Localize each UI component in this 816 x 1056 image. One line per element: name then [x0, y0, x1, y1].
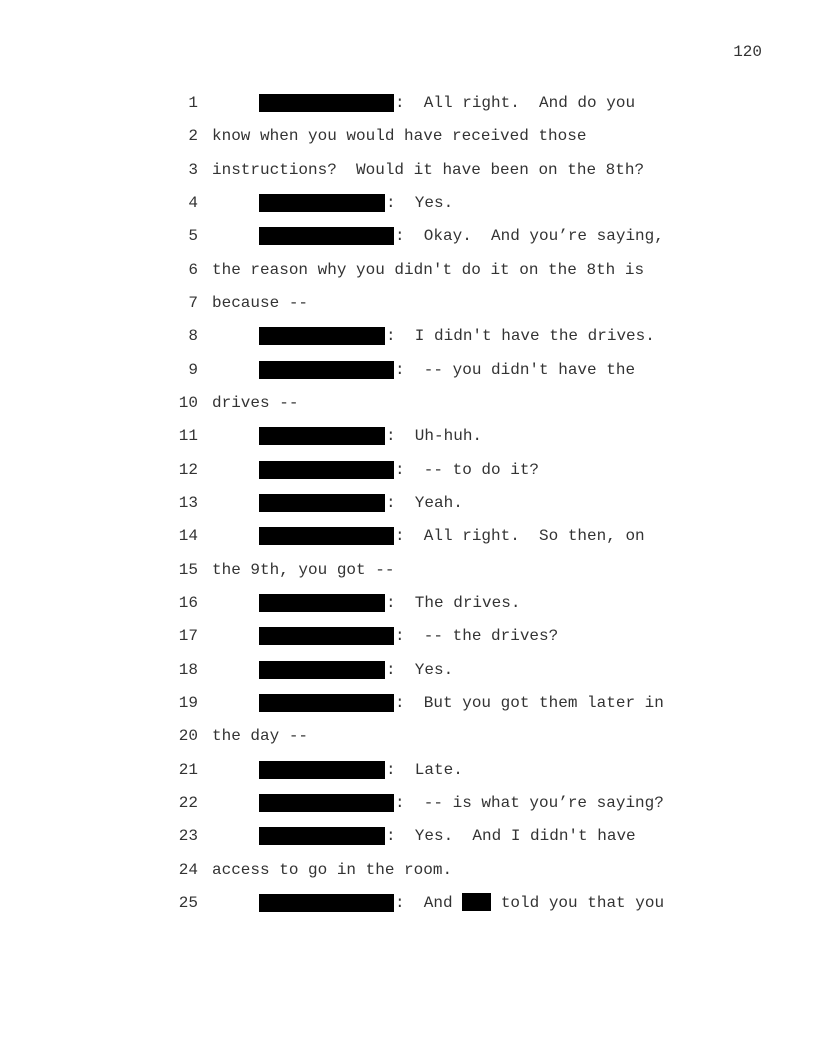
line-text: the day --	[212, 727, 309, 746]
redacted-speaker-name	[259, 460, 394, 479]
line-number: 2	[188, 127, 198, 146]
redacted-speaker-name	[259, 327, 385, 346]
redacted-speaker-name	[259, 693, 394, 712]
speaker-text: : I didn't have the drives.	[386, 326, 655, 346]
line-text: : Late.	[386, 760, 463, 779]
line-number: 23	[178, 827, 198, 846]
line-number: 24	[178, 860, 198, 879]
line-text: : Yes. And I didn't have	[386, 827, 636, 846]
line-text: : The drives.	[386, 593, 521, 612]
speaker-text: : Yes.	[386, 193, 453, 213]
line-text: : All right. And do you	[395, 94, 636, 112]
page-number: 120	[733, 43, 762, 61]
line-number: 7	[188, 293, 198, 312]
line-number: 16	[178, 593, 198, 612]
line-text: : -- the drives?	[395, 627, 559, 646]
line-number: 13	[178, 493, 198, 512]
line-number: 21	[178, 760, 198, 779]
line-number: 12	[178, 460, 198, 479]
speaker-text: : All right. So then, on	[395, 526, 645, 546]
line-text: the reason why you didn't do it on the 8…	[212, 260, 645, 279]
line-number: 8	[188, 327, 198, 346]
redacted-speaker-name	[259, 660, 385, 679]
line-number: 14	[178, 527, 198, 546]
line-text: access to go in the room.	[212, 860, 453, 879]
line-number: 1	[188, 94, 198, 112]
redacted-speaker-name	[259, 793, 394, 812]
line-number: 6	[188, 260, 198, 279]
speaker-text: : Late.	[386, 760, 463, 780]
line-text: : Okay. And you’re saying,	[395, 227, 664, 246]
speaker-text: : The drives.	[386, 593, 520, 613]
line-text: : Yeah.	[386, 493, 463, 512]
redacted-speaker-name	[259, 193, 385, 212]
line-text: instructions? Would it have been on the …	[212, 160, 645, 179]
redacted-speaker-name	[259, 427, 385, 446]
line-number: 5	[188, 227, 198, 246]
line-text: : -- you didn't have the	[395, 360, 636, 379]
speaker-text: : Yeah.	[386, 493, 463, 513]
speaker-text: : -- the drives?	[395, 626, 558, 646]
speaker-text: : All right. And do you	[395, 93, 635, 113]
redacted-speaker-name	[259, 893, 394, 912]
line-text: : All right. So then, on	[395, 527, 645, 546]
line-number: 15	[178, 560, 198, 579]
line-text: : Yes.	[386, 193, 454, 212]
line-number: 18	[178, 660, 198, 679]
line-text: : Yes.	[386, 660, 454, 679]
line-text: : I didn't have the drives.	[386, 327, 655, 346]
redacted-speaker-name	[259, 760, 385, 779]
redacted-speaker-name	[259, 94, 394, 112]
line-number: 22	[178, 793, 198, 812]
line-text: know when you would have received those	[212, 127, 587, 146]
line-text-continued: told you that you	[491, 893, 665, 912]
speaker-text: : And told you that you	[395, 892, 665, 913]
line-text: drives --	[212, 393, 299, 412]
speaker-text: : Yes.	[386, 660, 453, 680]
redacted-speaker-name	[259, 593, 385, 612]
speaker-text: : Yes. And I didn't have	[386, 826, 636, 846]
redacted-speaker-name	[259, 827, 385, 846]
redacted-speaker-name	[259, 527, 394, 546]
redacted-speaker-name	[259, 493, 385, 512]
line-number: 19	[178, 693, 198, 712]
line-number: 20	[178, 727, 198, 746]
line-text: because --	[212, 293, 309, 312]
speaker-text: : Okay. And you’re saying,	[395, 226, 664, 246]
line-number: 17	[178, 627, 198, 646]
speaker-text: : -- is what you’re saying?	[395, 793, 664, 813]
line-text: : -- to do it?	[395, 460, 540, 479]
line-number: 25	[178, 893, 198, 912]
line-text: the 9th, you got --	[212, 560, 395, 579]
line-text: : Uh-huh.	[386, 427, 483, 446]
line-number: 3	[188, 160, 198, 179]
redacted-speaker-name	[259, 360, 394, 379]
line-number: 11	[178, 427, 198, 446]
line-text: : -- is what you’re saying?	[395, 793, 664, 812]
line-text: : But you got them later in	[395, 693, 664, 712]
speaker-text: : Uh-huh.	[386, 426, 482, 446]
speaker-text: : -- to do it?	[395, 460, 539, 480]
speaker-text: : But you got them later in	[395, 693, 664, 713]
redacted-speaker-name	[259, 227, 394, 246]
redacted-speaker-name	[259, 627, 394, 646]
speaker-text: : -- you didn't have the	[395, 360, 635, 380]
line-text: : And	[395, 893, 463, 912]
line-number: 4	[188, 193, 198, 212]
line-number: 10	[178, 393, 198, 412]
redacted-name-inline	[462, 892, 492, 911]
line-number: 9	[188, 360, 198, 379]
